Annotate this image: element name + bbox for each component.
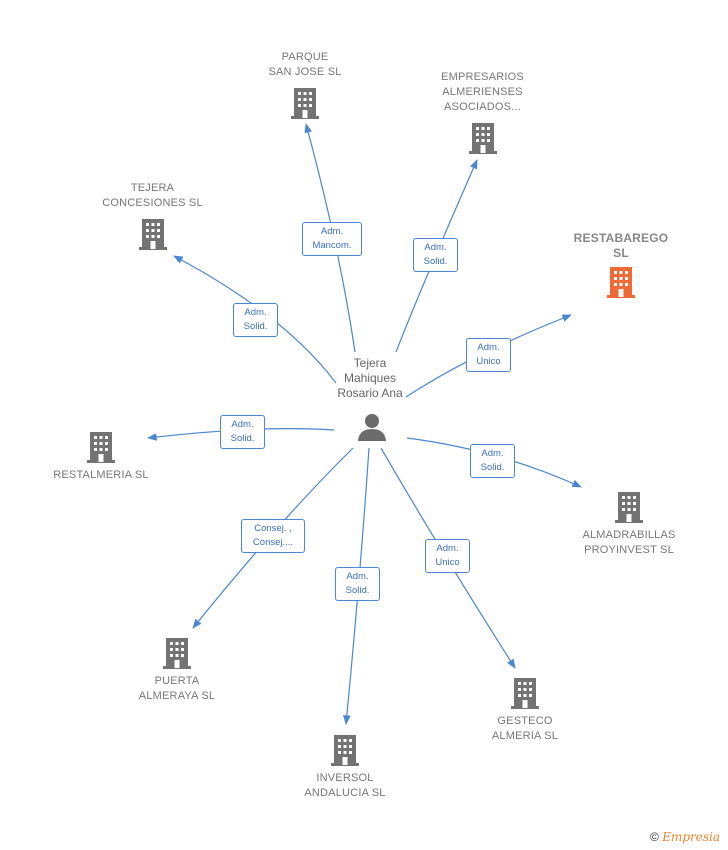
company-restalmeria[interactable]: RESTALMERIA SL: [45, 430, 157, 483]
footer-credit: © Empresia: [650, 830, 720, 844]
company-name: PARQUE SAN JOSE SL: [268, 51, 342, 78]
role-badge-empresarios[interactable]: Adm. Solid.: [413, 238, 458, 272]
building-icon: [87, 432, 115, 463]
role-badge-restabarego[interactable]: Adm. Unico: [466, 338, 511, 372]
role-badge-tejera[interactable]: Adm. Solid.: [233, 303, 278, 337]
company-almadrabillas[interactable]: ALMADRABILLAS PROYINVEST SL: [570, 490, 688, 558]
copyright-symbol: ©: [650, 830, 659, 844]
building-icon: [331, 735, 359, 766]
company-name: RESTABAREGO SL: [573, 231, 669, 260]
company-restabarego[interactable]: RESTABAREGO SL: [560, 231, 682, 299]
building-icon: [138, 219, 167, 250]
company-puerta[interactable]: PUERTA ALMERAYA SL: [122, 636, 232, 704]
company-gesteco[interactable]: GESTECO ALMERIA SL: [470, 676, 580, 744]
building-icon: [291, 88, 319, 119]
company-parque[interactable]: PARQUE SAN JOSE SL: [250, 50, 360, 120]
building-icon: [163, 638, 191, 669]
company-name: EMPRESARIOS ALMERIENSES ASOCIADOS...: [441, 71, 524, 113]
building-icon: [615, 492, 643, 523]
role-badge-almadrabillas[interactable]: Adm. Solid.: [470, 444, 515, 478]
company-tejera[interactable]: TEJERA CONCESIONES SL: [95, 181, 210, 251]
edge-empresarios: [395, 159, 478, 353]
company-empresarios[interactable]: EMPRESARIOS ALMERIENSES ASOCIADOS...: [420, 70, 545, 155]
person-icon[interactable]: [357, 412, 387, 447]
brand-logo-text[interactable]: Empresia: [662, 830, 720, 844]
building-icon: [511, 678, 539, 709]
role-badge-gesteco[interactable]: Adm. Unico: [425, 539, 470, 573]
role-badge-inversol[interactable]: Adm. Solid.: [335, 567, 380, 601]
role-badge-restalmeria[interactable]: Adm. Solid.: [220, 415, 265, 449]
role-badge-puerta[interactable]: Consej. , Consej....: [241, 519, 305, 553]
company-name: PUERTA ALMERAYA SL: [138, 675, 216, 702]
company-name: TEJERA CONCESIONES SL: [102, 182, 203, 209]
building-icon: [468, 123, 497, 154]
company-inversol[interactable]: INVERSOL ANDALUCIA SL: [290, 733, 400, 801]
building-icon: [607, 267, 635, 298]
role-badge-parque[interactable]: Adm. Mancom.: [302, 222, 362, 256]
company-name: ALMADRABILLAS PROYINVEST SL: [582, 529, 676, 556]
person-name[interactable]: Tejera Mahiques Rosario Ana: [337, 356, 403, 400]
company-name: INVERSOL ANDALUCIA SL: [304, 772, 386, 799]
company-name: GESTECO ALMERIA SL: [491, 715, 559, 742]
company-name: RESTALMERIA SL: [53, 469, 149, 481]
